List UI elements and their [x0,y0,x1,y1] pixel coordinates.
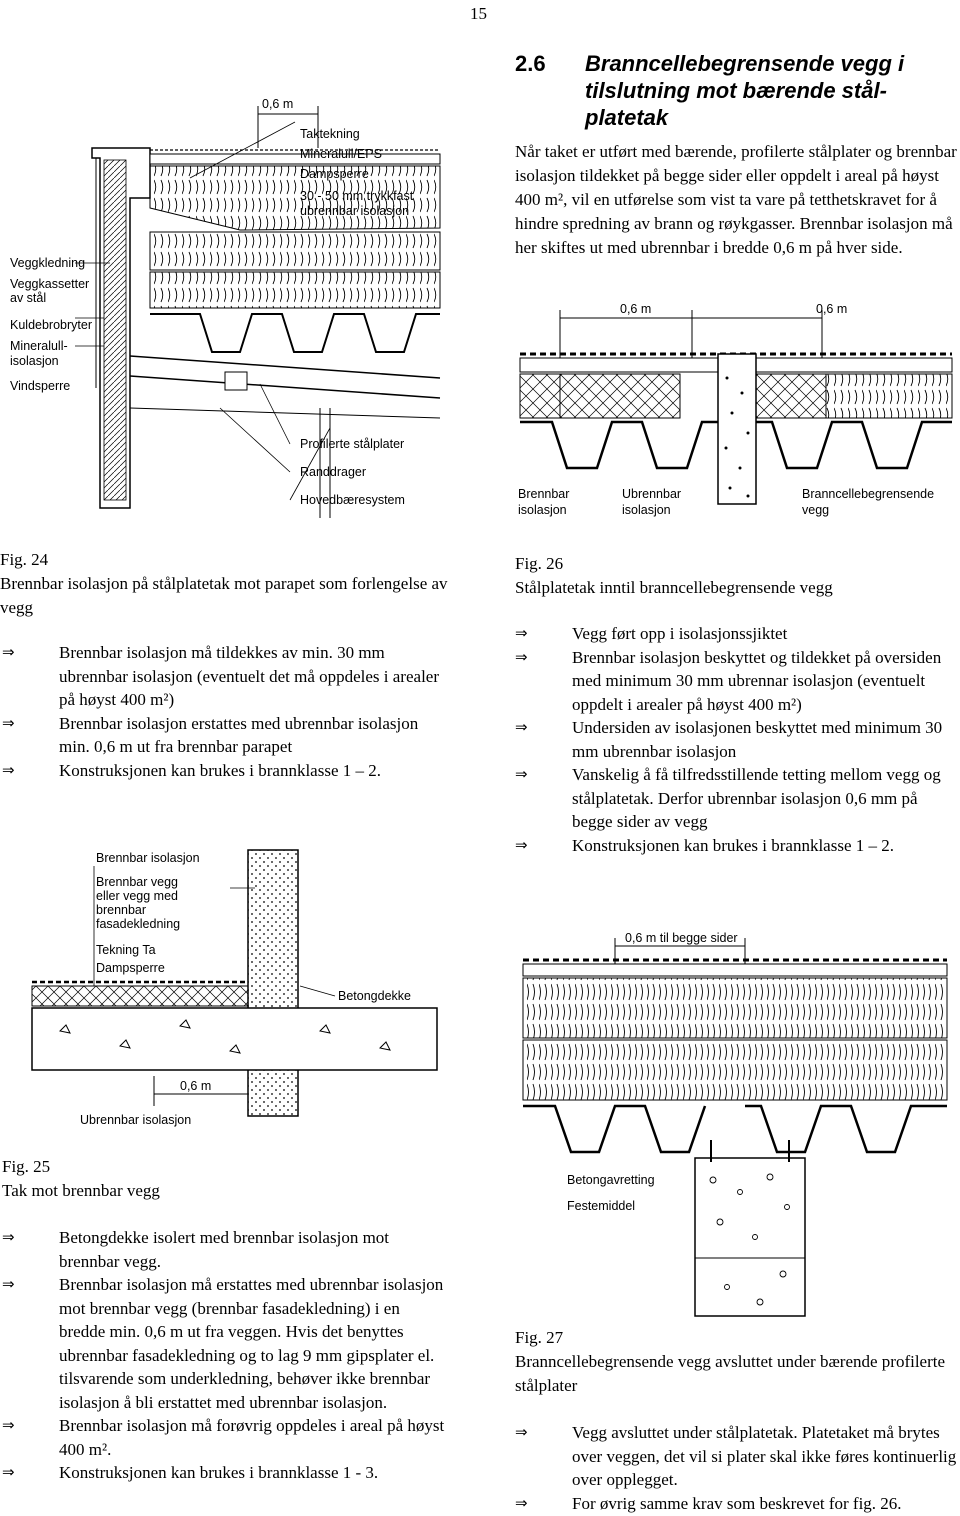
fig27-caption-label: Fig. 27 [515,1328,564,1347]
fig26-label-ubrennbar-1: Ubrennbar [622,487,681,501]
fig26-label-brennbar-2: isolasjon [518,503,567,517]
fig24-label-hovedbaeresystem: Hovedbæresystem [300,493,405,507]
list-item: ⇒Vegg avsluttet under stålplatetak. Plat… [515,1423,957,1489]
fig27-label-festemiddel: Festemiddel [567,1199,635,1213]
fig24-label-kuldebrobryter: Kuldebrobryter [10,318,92,332]
fig25-drawing: 0,6 m Ubrennbar isolasjon Brennbar isola… [31,849,438,1127]
fig25-label-brennbar-vegg-4: fasadekledning [96,917,180,931]
implies-arrow-icon: ⇒ [2,760,15,779]
fig25-caption-label: Fig. 25 [2,1157,51,1176]
list-item: ⇒Konstruksjonen kan brukes i brannklasse… [2,759,447,783]
section-title-line2: tilslutning mot bærende stål- [585,78,887,103]
section-title: 2.6 Branncellebegrensende vegg i tilslutn… [515,50,955,131]
fig24-label-mineralull-eps: Mineralull/EPS [300,147,382,161]
fig26-label-ubrennbar-2: isolasjon [622,503,671,517]
section-title-line3: platetak [585,105,669,130]
fig24-dim-label: 0,6 m [262,97,293,111]
fig27-dim-label: 0,6 m til begge sider [625,931,738,945]
list-item: ⇒Brennbar isolasjon må forøvrig oppdeles… [2,1416,445,1459]
implies-arrow-icon: ⇒ [2,643,15,661]
list-item: ⇒Brennbar isolasjon må tildekkes av min.… [2,643,439,709]
fig24-caption-label: Fig. 24 [0,550,49,569]
fig27-drawing: 0,6 m til begge sider Betongavretting Fe… [522,931,948,1317]
fig26-dim-right: 0,6 m [816,302,847,316]
fig24-label-mineralull-2: isolasjon [10,354,59,368]
fig25-label-ubrennbar: Ubrennbar isolasjon [80,1113,191,1127]
fig25-label-tekning: Tekning Ta [96,943,156,957]
fig25-label-brennbar-vegg-2: eller vegg med [96,889,178,903]
fig24-drawing: 0,6 m Taktekning Mineralull/EPS Dampsper… [10,97,441,518]
fig24-label-profilerte: Profilerte stålplater [300,437,404,451]
page-number: 15 [470,4,487,23]
intro-paragraph: Når taket er utført med bærende, profile… [515,142,957,257]
implies-arrow-icon: ⇒ [2,1228,15,1246]
fig24-caption: Fig. 24 Brennbar isolasjon på stålplatet… [0,548,450,620]
fig25-label-brennbar-isolasjon: Brennbar isolasjon [96,851,200,865]
fig25-label-brennbar-vegg-1: Brennbar vegg [96,875,178,889]
implies-arrow-icon: ⇒ [2,713,15,732]
fig25-dim-label: 0,6 m [180,1079,211,1093]
implies-arrow-icon: ⇒ [515,647,528,666]
fig25-label-betongdekke: Betongdekke [338,989,411,1003]
implies-arrow-icon: ⇒ [515,835,528,854]
list-item: ⇒Brennbar isolasjon erstattes med ubrenn… [2,713,419,757]
list-item: ⇒Brennbar isolasjon beskyttet og tildekk… [515,647,942,714]
fig27-bullet-list: ⇒Vegg avsluttet under stålplatetak. Plat… [515,1421,960,1515]
fig24-label-veggkassetter-1: Veggkassetter [10,277,89,291]
list-item: ⇒Konstruksjonen kan brukes i brannklasse… [2,1461,447,1485]
fig26-caption-text: Stålplatetak inntil branncellebegrensend… [515,578,833,597]
fig27-caption-text: Branncellebegrensende vegg avsluttet und… [515,1352,946,1395]
list-item: ⇒Undersiden av isolasjonen beskyttet med… [515,718,943,761]
implies-arrow-icon: ⇒ [515,1493,528,1512]
section-number: 2.6 [515,51,546,76]
implies-arrow-icon: ⇒ [515,718,528,736]
implies-arrow-icon: ⇒ [515,1423,528,1441]
list-item: ⇒Konstruksjonen kan brukes i brannklasse… [515,834,960,858]
fig24-label-trykkfast-2: ubrennbar isolasjon [300,204,409,218]
fig26-label-branncelle-2: vegg [802,503,829,517]
fig24-label-randdrager: Randdrager [300,465,366,479]
implies-arrow-icon: ⇒ [2,1416,15,1434]
fig25-bullet-list: ⇒Betongdekke isolert med brennbar isolas… [2,1226,447,1485]
implies-arrow-icon: ⇒ [2,1275,15,1293]
fig24-label-vindsperre: Vindsperre [10,379,70,393]
fig25-caption-text: Tak mot brennbar vegg [2,1181,160,1200]
fig26-caption: Fig. 26 Stålplatetak inntil branncellebe… [515,552,960,600]
list-item: ⇒For øvrig samme krav som beskrevet for … [515,1492,960,1516]
fig27-caption: Fig. 27 Branncellebegrensende vegg avslu… [515,1326,960,1398]
fig24-label-mineralull-1: Mineralull- [10,339,68,353]
fig25-label-dampsperre: Dampsperre [96,961,165,975]
fig24-caption-text: Brennbar isolasjon på stålplatetak mot p… [0,574,448,617]
fig24-label-veggkledning: Veggkledning [10,256,85,270]
fig27-label-betongavretting: Betongavretting [567,1173,655,1187]
list-item: ⇒Vegg ført opp i isolasjonssjiktet [515,622,960,646]
list-item: ⇒Betongdekke isolert med brennbar isolas… [2,1228,390,1271]
list-item: ⇒Vanskelig å få tilfredsstillende tettin… [515,765,941,831]
fig26-label-branncelle-1: Branncellebegrensende [802,487,934,501]
fig26-caption-label: Fig. 26 [515,554,564,573]
fig24-bullet-list: ⇒Brennbar isolasjon må tildekkes av min.… [2,641,447,782]
fig25-label-brennbar-vegg-3: brennbar [96,903,146,917]
implies-arrow-icon: ⇒ [515,624,528,642]
fig24-label-veggkassetter-2: av stål [10,291,46,305]
implies-arrow-icon: ⇒ [515,765,528,783]
fig24-label-dampsperre: Dampsperre [300,167,369,181]
list-item: ⇒Brennbar isolasjon må erstattes med ubr… [2,1275,444,1412]
fig26-drawing: 0,6 m 0,6 m Brennbar isolasjon Ubrennbar… [518,302,953,517]
fig24-label-taktekning: Taktekning [300,127,360,141]
fig26-dim-left: 0,6 m [620,302,651,316]
section-title-line1: Branncellebegrensende vegg i [585,51,905,76]
fig24-label-trykkfast-1: 30 - 50 mm trykkfast [300,189,414,203]
fig25-caption: Fig. 25 Tak mot brennbar vegg [2,1155,452,1203]
implies-arrow-icon: ⇒ [2,1463,15,1481]
fig26-bullet-list: ⇒Vegg ført opp i isolasjonssjiktet ⇒Bren… [515,622,960,857]
fig26-label-brennbar-1: Brennbar [518,487,569,501]
